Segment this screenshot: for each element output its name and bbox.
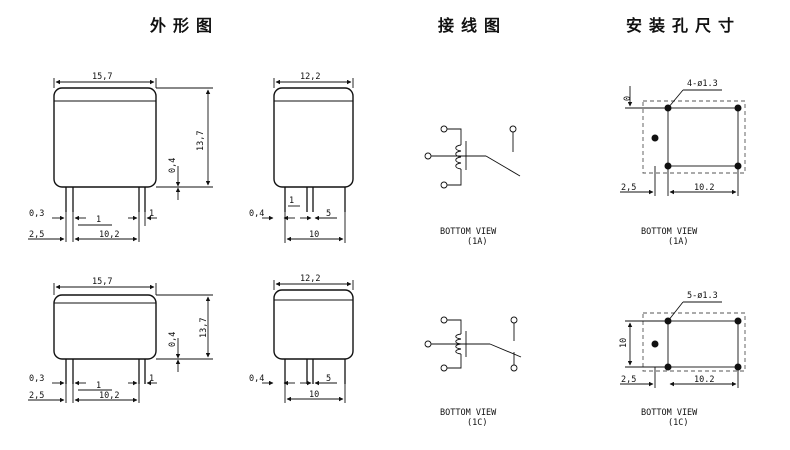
mount-1c-type: (1C) [668, 418, 688, 428]
mount-1c-hole-count: 5-ø1.3 [687, 291, 718, 301]
dim-side-5: 5 [326, 209, 331, 219]
mount-1a-hole-count: 4-ø1.3 [687, 79, 718, 89]
mount-1c-dim-10: 10 [619, 338, 629, 348]
mounting-holes-1c: 5-ø1.3 10 2,5 10.2 BOTTOM VIEW (1C) [619, 291, 746, 428]
coil-winding [455, 144, 462, 170]
wiring-1a-view-label: BOTTOM VIEW [440, 227, 497, 237]
dim-depth-12-2: 12,2 [300, 72, 320, 82]
dim-pitch-10-2-1c: 10,2 [99, 391, 119, 401]
mount-hole [651, 134, 659, 142]
coil-terminal-top [440, 125, 448, 133]
dim-side-0-4: 0,4 [249, 209, 264, 219]
dim-height-13-7: 13,7 [196, 131, 206, 151]
mount-hole [734, 104, 742, 112]
common-terminal [424, 152, 432, 160]
dim-height-13-7-1c: 13,7 [199, 318, 209, 338]
mounting-holes-1a: 4-ø1.3 0 2,5 10.2 BOTTOM VIEW (1A) [620, 79, 746, 247]
dim-standoff-0-4: 0,4 [168, 158, 178, 173]
dim-pitch-2-5-1c: 2,5 [29, 391, 44, 401]
dim-pitch-10-2: 10,2 [99, 230, 119, 240]
mount-1a-type: (1A) [668, 237, 688, 247]
dim-pin-1-right-1c: 1 [149, 374, 154, 384]
outline-1c-front-view: 15,7 13,7 0,4 0,3 1 1 2,5 10,2 [28, 277, 213, 403]
outline-1a-front-view: 15,7 13,7 0,4 0,3 1 1 2,5 10,2 [28, 72, 213, 242]
dim-depth-12-2-1c: 12,2 [300, 274, 320, 284]
heading-wiring-diagram: 接线图 [438, 16, 507, 35]
mount-1a-dim-0: 0 [623, 96, 633, 101]
outline-1c-side-view: 12,2 0,4 5 10 [249, 274, 354, 403]
dim-pitch-2-5: 2,5 [29, 230, 44, 240]
mount-1c-dim-2-5: 2,5 [621, 375, 636, 385]
dim-side-1: 1 [289, 196, 294, 206]
wiring-1a-type: (1A) [467, 237, 487, 247]
no-contact-terminal [509, 125, 517, 133]
wiring-1c-view-label: BOTTOM VIEW [440, 408, 497, 418]
wiring-diagram-1c: BOTTOM VIEW (1C) [424, 316, 522, 428]
dim-side-10: 10 [309, 230, 319, 240]
mount-1c-view-label: BOTTOM VIEW [641, 408, 698, 418]
dim-pin-1-left: 1 [96, 215, 101, 225]
dim-side-0-4-1c: 0,4 [249, 374, 264, 384]
dim-side-5-1c: 5 [326, 374, 331, 384]
coil-terminal-bottom [440, 181, 448, 189]
dim-width-15-7: 15,7 [92, 72, 112, 82]
dim-side-10-1c: 10 [309, 390, 319, 400]
dim-pin-1-left-1c: 1 [96, 381, 101, 391]
dim-standoff-0-4-1c: 0,4 [168, 332, 178, 347]
mount-1a-dim-10-2: 10.2 [694, 183, 714, 193]
dim-pin-0-3: 0,3 [29, 209, 44, 219]
mount-1c-dim-10-2: 10.2 [694, 375, 714, 385]
wiring-1c-type: (1C) [467, 418, 487, 428]
switch-blade [485, 155, 521, 177]
wiring-diagram-1a: BOTTOM VIEW (1A) [424, 125, 521, 247]
dim-pin-0-3-1c: 0,3 [29, 374, 44, 384]
outline-1a-side-view: 12,2 0,4 1 5 10 [249, 72, 354, 243]
dim-width-15-7-1c: 15,7 [92, 277, 112, 287]
mount-1a-dim-2-5: 2,5 [621, 183, 636, 193]
mount-1a-view-label: BOTTOM VIEW [641, 227, 698, 237]
heading-outline-drawing: 外形图 [149, 16, 219, 35]
heading-mounting-holes: 安装孔尺寸 [626, 16, 741, 35]
dim-pin-1-right: 1 [149, 209, 154, 219]
